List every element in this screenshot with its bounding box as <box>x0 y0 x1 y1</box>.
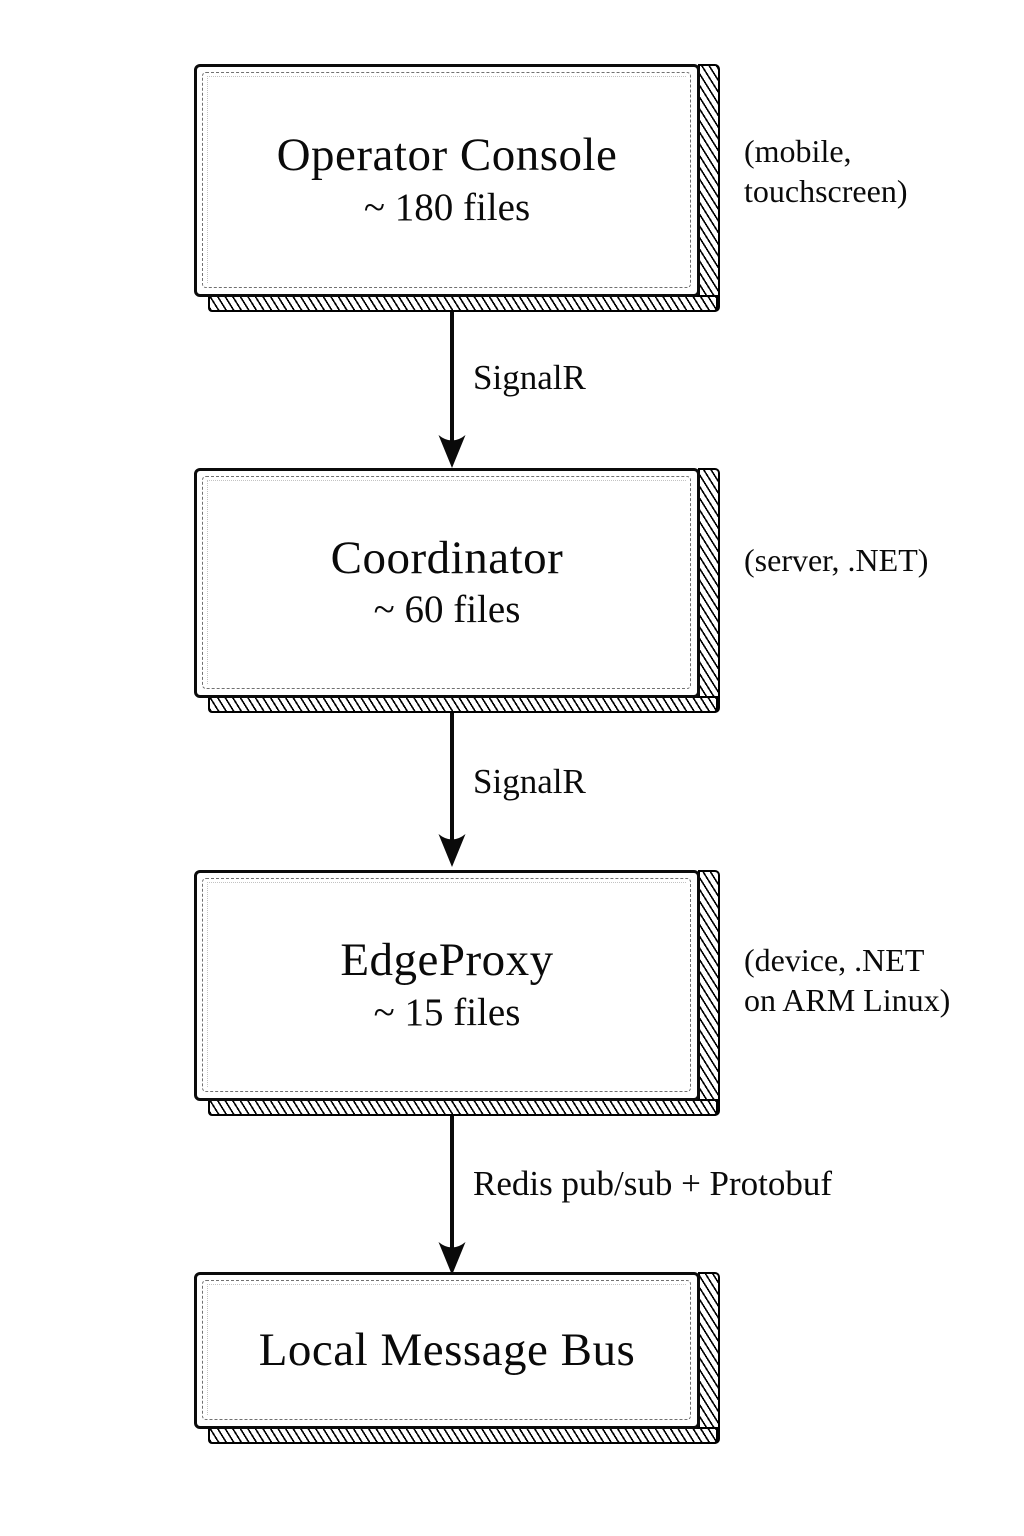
node-coordinator[interactable]: Coordinator ~ 60 files <box>194 468 720 713</box>
node-edgeproxy[interactable]: EdgeProxy ~ 15 files <box>194 870 720 1116</box>
node-title: Operator Console <box>276 129 618 182</box>
edge-label-1: SignalR <box>473 358 586 397</box>
box-front-face: Operator Console ~ 180 files <box>194 64 700 297</box>
box-front-face: Local Message Bus <box>194 1272 700 1429</box>
node-title: Coordinator <box>330 531 564 584</box>
box-front-face: EdgeProxy ~ 15 files <box>194 870 700 1101</box>
box-right-face <box>698 468 720 713</box>
edge-line-1 <box>450 312 454 446</box>
box-bottom-face <box>208 696 718 713</box>
node-local-message-bus[interactable]: Local Message Bus <box>194 1272 720 1444</box>
box-bottom-face <box>208 1427 718 1444</box>
edge-line-3 <box>450 1116 454 1253</box>
edge-label-2: SignalR <box>473 762 586 801</box>
box-right-face <box>698 870 720 1116</box>
node-title: Local Message Bus <box>258 1324 636 1377</box>
node-operator-console[interactable]: Operator Console ~ 180 files <box>194 64 720 312</box>
node-subtitle: ~ 15 files <box>373 990 521 1034</box>
node-subtitle: ~ 60 files <box>373 588 521 632</box>
edge-line-2 <box>450 713 454 845</box>
annotation-operator-console: (mobile, touchscreen) <box>744 133 908 210</box>
annotation-coordinator: (server, .NET) <box>744 542 929 578</box>
box-bottom-face <box>208 1099 718 1116</box>
edge-label-3: Redis pub/sub + Protobuf <box>473 1164 833 1203</box>
node-subtitle: ~ 180 files <box>363 185 531 229</box>
box-right-face <box>698 1272 720 1444</box>
box-bottom-face <box>208 295 718 312</box>
annotation-edgeproxy: (device, .NET on ARM Linux) <box>744 942 951 1019</box>
box-front-face: Coordinator ~ 60 files <box>194 468 700 698</box>
node-title: EdgeProxy <box>340 934 554 987</box>
box-right-face <box>698 64 720 312</box>
